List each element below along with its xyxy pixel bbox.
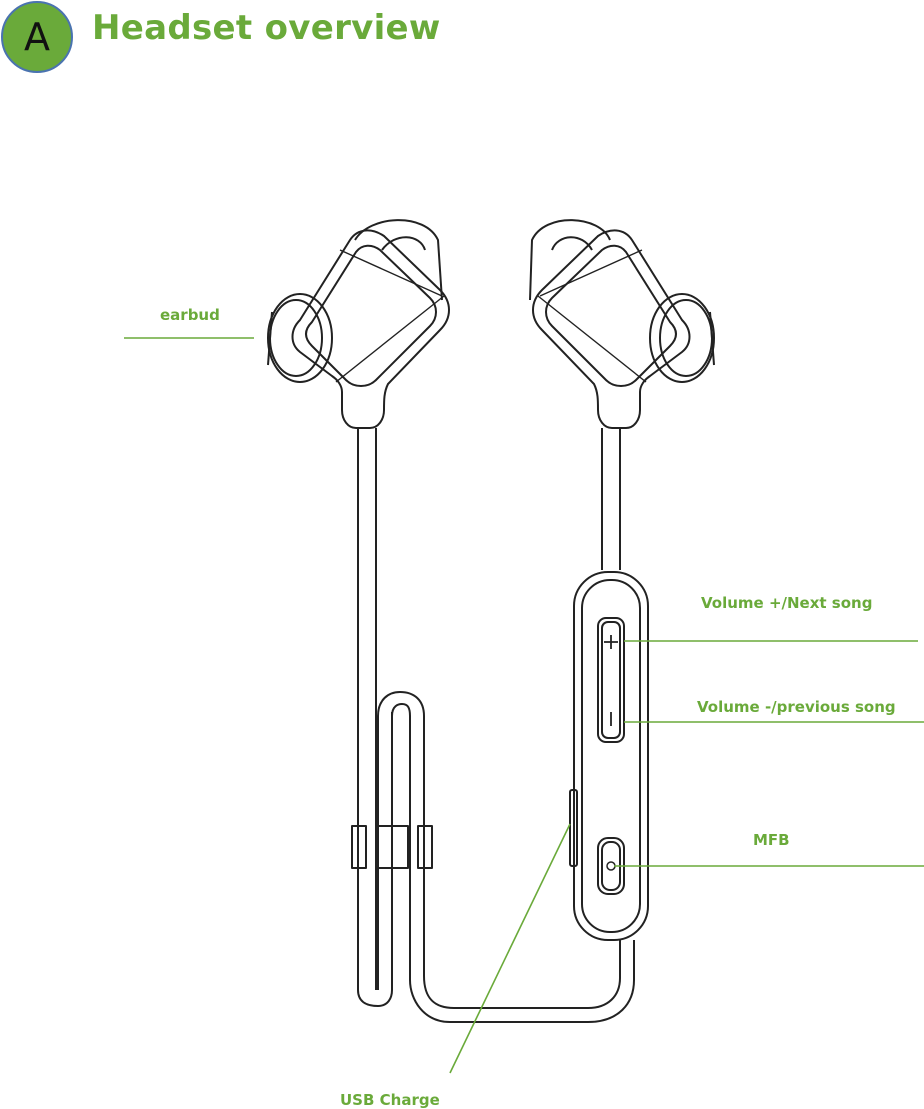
usb-charge-leader-line	[449, 823, 571, 1074]
volume-down-label: Volume -/previous song	[697, 698, 896, 716]
section-badge-letter: A	[24, 15, 50, 59]
left-earbud	[267, 219, 450, 429]
page-title: Headset overview	[92, 8, 441, 48]
earbud-label: earbud	[160, 306, 220, 324]
headset-cable	[351, 428, 635, 1023]
volume-up-label: Volume +/Next song	[701, 594, 873, 612]
inline-remote	[569, 571, 649, 941]
usb-charge-label: USB Charge	[340, 1091, 440, 1109]
mfb-label: MFB	[753, 831, 790, 849]
section-badge: A	[1, 1, 73, 73]
right-earbud	[529, 219, 715, 429]
